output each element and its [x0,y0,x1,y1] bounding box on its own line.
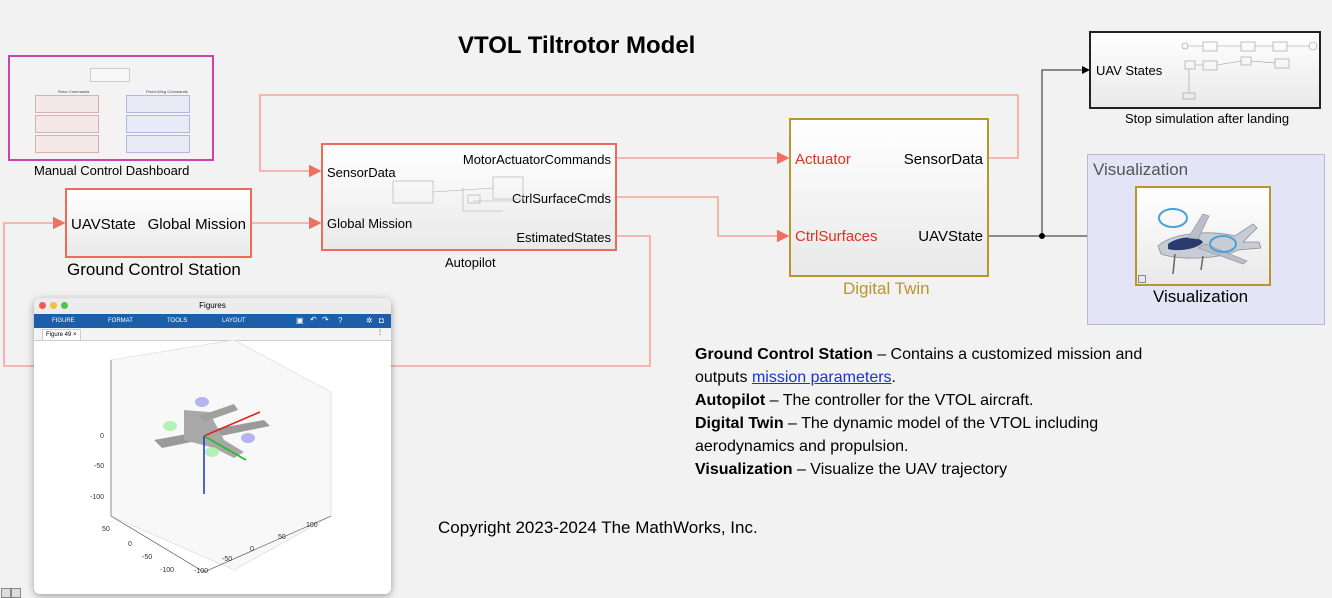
dashboard-rotor-panel-2 [35,115,99,133]
desc-dt-line1: Digital Twin – The dynamic model of the … [695,412,1215,435]
desc-dt-text: – The dynamic model of the VTOL includin… [783,415,1099,432]
line-uavstate-stop [1041,66,1090,236]
visualization-block[interactable] [1135,186,1271,286]
status-bar-icon[interactable] [1,588,11,598]
desc-gcs-text2a: outputs [695,369,752,386]
line-ctrl-surfaces [616,196,790,243]
mission-parameters-link[interactable]: mission parameters [751,369,892,386]
gcs-port-global-mission: Global Mission [147,216,246,233]
autopilot-out-motor: MotorActuatorCommands [462,152,611,167]
autopilot-label: Autopilot [445,255,496,270]
dt-in-actuator: Actuator [795,151,851,168]
y-tick-2: -50 [142,554,153,561]
y-tick-1: 0 [128,541,132,548]
minimize-window-icon[interactable] [50,302,57,309]
dashboard-title-box [90,68,130,82]
y-tick-0: 50 [102,526,110,533]
figures-toolbar: FIGURE FORMAT TOOLS LAYOUT ▣ ↶ ↷ ? ✲ ◘ [34,314,391,328]
dashboard-left-header: Rotor Commands [58,89,90,94]
desc-vis-term: Visualization [695,461,793,478]
stop-port-uav-states: UAV States [1096,63,1163,78]
desc-ap-line: Autopilot – The controller for the VTOL … [695,389,1215,412]
desc-gcs-term: Ground Control Station [695,346,873,363]
figure-tab-label: Figure 49 [46,332,72,338]
close-window-icon[interactable] [39,302,46,309]
x-tick-2: 0 [250,546,254,553]
gcs-port-uavstate: UAVState [71,216,136,233]
help-icon[interactable]: ? [338,316,343,325]
autopilot-block[interactable]: SensorData Global Mission MotorActuatorC… [321,143,617,251]
ground-control-station-block[interactable]: UAVState Global Mission [65,188,252,258]
autopilot-in-sensordata: SensorData [327,165,396,180]
diagram-title: VTOL Tiltrotor Model [458,32,696,59]
x-tick-3: -50 [222,556,233,563]
toolbar-tab-tools[interactable]: TOOLS [167,318,188,324]
toolbar-tab-layout[interactable]: LAYOUT [222,318,246,324]
ground-control-label: Ground Control Station [67,260,241,279]
autopilot-out-ctrl: CtrlSurfaceCmds [512,191,611,206]
figures-window-title: Figures [199,301,226,310]
desc-gcs-text2b: . [891,369,896,386]
desc-ap-term: Autopilot [695,392,766,409]
dashboard-fw-panel-3 [126,135,190,153]
stop-simulation-label: Stop simulation after landing [1125,111,1290,126]
dashboard-fw-panel-2 [126,115,190,133]
x-tick-1: 50 [278,534,286,541]
stop-simulation-block[interactable]: UAV States [1089,31,1321,109]
autopilot-in-global-mission: Global Mission [327,216,413,231]
undo-icon[interactable]: ↶ [310,315,317,324]
desc-dt-line2: aerodynamics and propulsion. [695,438,909,455]
stop-internal-preview [1181,41,1318,100]
dt-in-ctrlsurfaces: CtrlSurfaces [795,228,878,245]
expand-icon[interactable]: ◘ [379,316,384,325]
status-bar-icon-2[interactable] [11,588,21,598]
dt-out-sensordata: SensorData [903,151,983,168]
figures-window[interactable]: Figures FIGURE FORMAT TOOLS LAYOUT ▣ ↶ ↷… [34,298,391,594]
manual-dashboard-label: Manual Control Dashboard [34,163,190,178]
autopilot-internal-preview [392,176,524,212]
desc-ap-text: – The controller for the VTOL aircraft. [765,392,1034,409]
dashboard-right-header: Fixed-Wing Commands [146,89,188,94]
vis-corner-icon [1138,275,1146,283]
toolbar-tab-format[interactable]: FORMAT [108,318,133,324]
dashboard-rotor-panel-3 [35,135,99,153]
visualization-block-label: Visualization [1153,287,1249,306]
maximize-window-icon[interactable] [61,302,68,309]
digital-twin-label: Digital Twin [843,279,930,298]
desc-dt-term: Digital Twin [695,415,784,432]
dt-out-uavstate: UAVState [918,228,983,245]
digital-twin-block[interactable]: Actuator CtrlSurfaces SensorData UAVStat… [789,118,989,277]
dashboard-fw-panel-1 [126,95,190,113]
autopilot-out-est: EstimatedStates [516,230,611,245]
z-tick-2: -100 [90,494,105,501]
figure-tab-strip: Figure 49 × ⋮ [34,328,391,341]
figure-tab-49[interactable]: Figure 49 × [42,329,81,340]
figures-titlebar: Figures [34,298,391,314]
y-tick-3: -100 [160,567,175,574]
dashboard-rotor-panel-1 [35,95,99,113]
desc-gcs-line2: outputs mission parameters. [695,366,1215,389]
desc-vis-line: Visualization – Visualize the UAV trajec… [695,458,1215,481]
line-sensordata-feedback [259,94,1019,178]
trajectory-3d-plot [110,340,332,573]
save-icon[interactable]: ▣ [296,316,304,325]
copyright-text: Copyright 2023-2024 The MathWorks, Inc. [438,518,758,537]
more-options-icon[interactable]: ⋮ [377,330,383,336]
x-tick-0: 100 [306,522,318,529]
visualization-area-label: Visualization [1093,160,1189,179]
manual-control-dashboard[interactable]: Rotor Commands Fixed-Wing Commands [8,55,214,161]
desc-gcs-text: – Contains a customized mission and [872,346,1143,363]
x-tick-4: -100 [194,568,209,575]
redo-icon[interactable]: ↷ [322,315,329,324]
desc-gcs-line1: Ground Control Station – Contains a cust… [695,343,1215,366]
vtol-aircraft-image [1157,208,1262,275]
z-tick-1: -50 [94,463,105,470]
toolbar-tab-figure[interactable]: FIGURE [52,318,75,324]
z-tick-0: 0 [100,433,104,440]
desc-vis-text: – Visualize the UAV trajectory [792,461,1008,478]
description-block: Ground Control Station – Contains a cust… [695,343,1215,481]
dock-icon[interactable]: ✲ [366,316,373,325]
